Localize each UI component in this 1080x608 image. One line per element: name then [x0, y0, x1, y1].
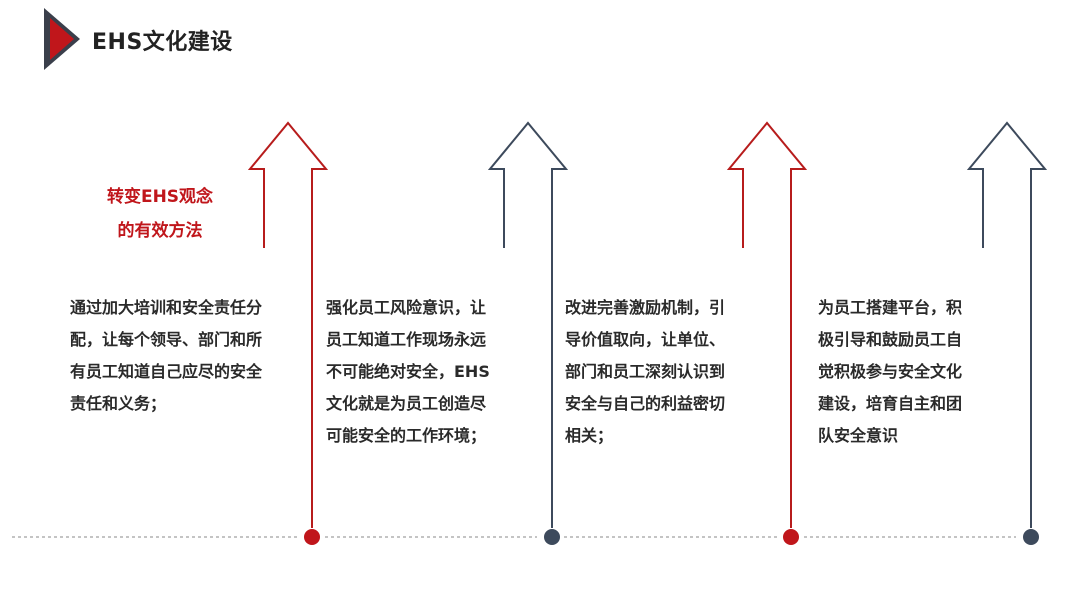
column-3-line: 相关； — [565, 426, 614, 445]
arrow-2 — [487, 121, 569, 528]
page-title: EHS文化建设 — [92, 30, 233, 55]
subtitle-line-2: 的有效方法 — [117, 221, 203, 241]
column-3-line: 安全与自己的利益密切 — [565, 394, 726, 413]
column-1-line: 配，让每个领导、部门和所 — [70, 330, 263, 349]
column-2-line: 不可能绝对安全，EHS — [326, 362, 490, 381]
column-3-line: 导价值取向，让单位、 — [565, 330, 726, 349]
timeline-dot-1 — [304, 529, 320, 545]
arrow-4 — [966, 121, 1048, 528]
timeline-dot-4 — [1023, 529, 1039, 545]
column-2-line: 员工知道工作现场永远 — [326, 330, 487, 349]
column-3-line: 部门和员工深刻认识到 — [565, 362, 726, 381]
arrow-3 — [726, 121, 808, 528]
column-2-text: 强化员工风险意识，让 员工知道工作现场永远 不可能绝对安全，EHS 文化就是为员… — [326, 292, 490, 452]
column-2-line: 可能安全的工作环境； — [326, 426, 487, 445]
column-4-text: 为员工搭建平台，积 极引导和鼓励员工自 觉积极参与安全文化 建设，培育自主和团 … — [818, 292, 962, 452]
column-4-line: 为员工搭建平台，积 — [818, 298, 963, 317]
column-1-line: 责任和义务； — [70, 394, 167, 413]
subtitle-line-1: 转变EHS观念 — [106, 187, 214, 207]
timeline-dot-2 — [544, 529, 560, 545]
column-1-line: 通过加大培训和安全责任分 — [70, 298, 263, 317]
column-3-line: 改进完善激励机制，引 — [565, 298, 726, 317]
timeline-dot-3 — [783, 529, 799, 545]
column-1-line: 有员工知道自己应尽的安全 — [70, 362, 263, 381]
brand-logo-icon — [44, 8, 80, 70]
arrow-1 — [247, 121, 329, 528]
column-4-line: 极引导和鼓励员工自 — [818, 330, 963, 349]
column-2-line: 文化就是为员工创造尽 — [326, 394, 487, 413]
column-3-text: 改进完善激励机制，引 导价值取向，让单位、 部门和员工深刻认识到 安全与自己的利… — [565, 292, 725, 452]
column-4-line: 队安全意识 — [818, 426, 899, 445]
column-4-line: 建设，培育自主和团 — [818, 394, 963, 413]
column-1-text: 通过加大培训和安全责任分 配，让每个领导、部门和所 有员工知道自己应尽的安全 责… — [70, 292, 262, 420]
column-2-line: 强化员工风险意识，让 — [326, 298, 487, 317]
column-4-line: 觉积极参与安全文化 — [818, 362, 963, 381]
